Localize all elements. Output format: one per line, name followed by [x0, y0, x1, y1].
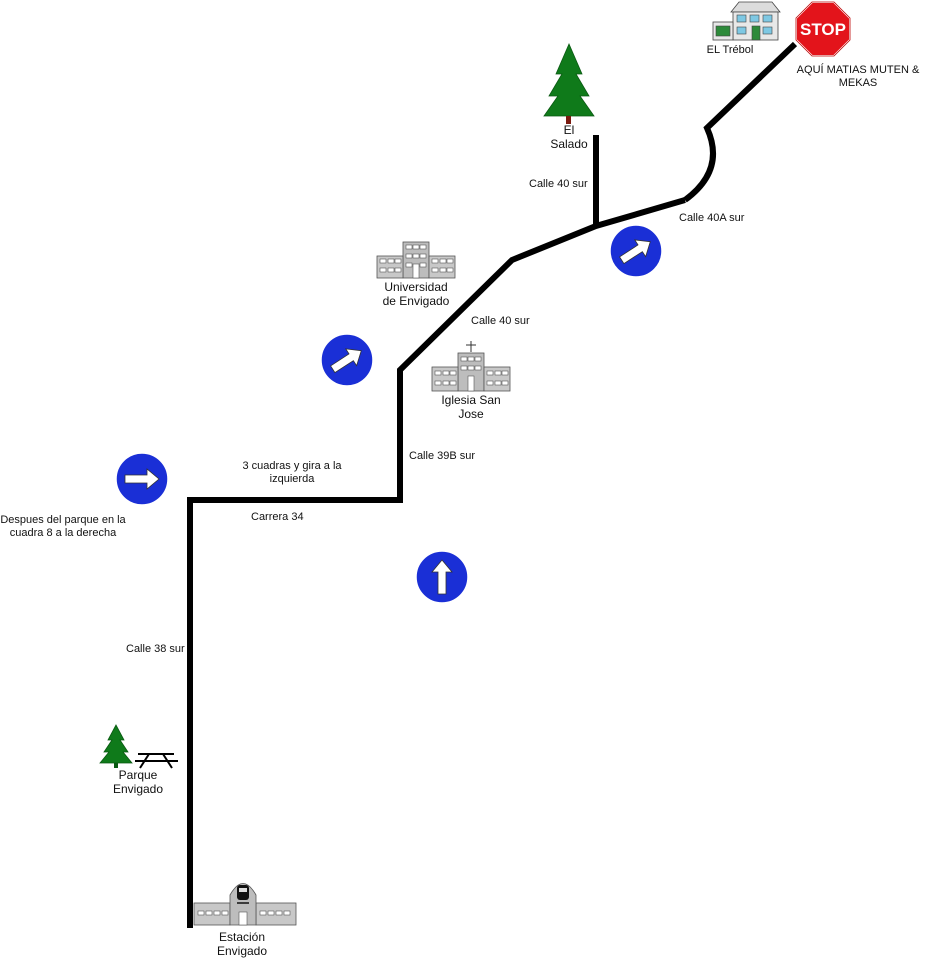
universidad-line-2: de Envigado — [382, 294, 450, 308]
tree-icon — [543, 42, 595, 124]
route-line — [187, 41, 798, 928]
place-label-el-salado: El Salado — [540, 123, 598, 151]
tres-cuadras-line-1: 3 cuadras y gira a la — [242, 460, 342, 472]
destination-note-line-1: AQUÍ MATIAS MUTEN & — [796, 64, 920, 76]
place-label-estacion: Estación Envigado — [202, 930, 282, 958]
street-label-calle-40a-sur: Calle 40A sur — [679, 212, 745, 224]
picnic-table-icon — [135, 753, 178, 769]
despues-parque-line-2: cuadra 8 a la derecha — [9, 527, 117, 539]
iglesia-line-1: Iglesia San — [441, 393, 501, 407]
street-label-carrera-34: Carrera 34 — [251, 511, 304, 523]
parque-line-2: Envigado — [112, 782, 164, 796]
estacion-line-2: Envigado — [216, 944, 268, 958]
street-label-calle-39b-sur: Calle 39B sur — [409, 450, 476, 462]
street-label-calle-38-sur: Calle 38 sur — [126, 643, 185, 655]
destination-note-line-2: MEKAS — [838, 77, 878, 89]
arrow-sign-icon — [320, 333, 374, 387]
stop-sign-icon: STOP — [795, 1, 851, 57]
place-label-iglesia: Iglesia San Jose — [425, 393, 517, 421]
estacion-line-1: Estación — [218, 930, 266, 944]
universidad-line-1: Universidad — [384, 280, 448, 294]
train-station-icon — [193, 883, 297, 926]
iglesia-line-2: Jose — [458, 407, 484, 421]
place-label-parque: Parque Envigado — [100, 768, 176, 796]
svg-text:STOP: STOP — [800, 20, 846, 39]
house-icon — [712, 1, 781, 41]
parque-line-1: Parque — [118, 768, 158, 782]
building-icon — [376, 241, 456, 279]
instruction-despues-parque: Despues del parque en la cuadra 8 a la d… — [0, 514, 126, 540]
destination-note: AQUÍ MATIAS MUTEN & MEKAS — [790, 64, 926, 90]
place-label-universidad: Universidad de Envigado — [366, 280, 466, 308]
tree-icon — [99, 724, 133, 768]
church-icon — [431, 341, 511, 392]
arrow-sign-icon — [415, 550, 469, 604]
street-label-calle-40-sur: Calle 40 sur — [529, 178, 588, 190]
el-salado-line-1: El — [563, 123, 575, 137]
el-salado-line-2: Salado — [550, 137, 588, 151]
despues-parque-line-1: Despues del parque en la — [0, 514, 126, 526]
place-label-el-trebol: EL Trébol — [706, 44, 754, 56]
tres-cuadras-line-2: izquierda — [269, 473, 315, 485]
instruction-tres-cuadras: 3 cuadras y gira a la izquierda — [225, 460, 359, 486]
arrow-sign-icon — [609, 224, 663, 278]
arrow-sign-icon — [115, 452, 169, 506]
street-label-calle-40-sur-lower: Calle 40 sur — [471, 315, 530, 327]
